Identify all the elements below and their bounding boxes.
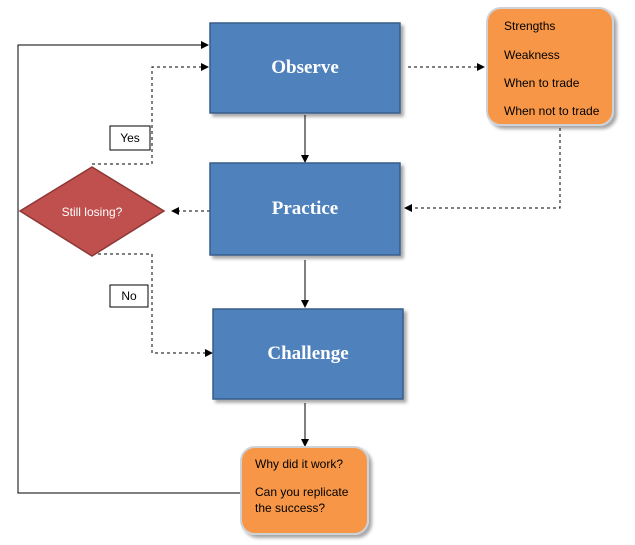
- yes-tag-box: [109, 125, 151, 151]
- dashed-no-to-challenge: [92, 253, 213, 357]
- review-item: Weakness: [504, 48, 560, 62]
- step-practice-box[interactable]: [209, 162, 401, 256]
- step-observe-box[interactable]: [209, 22, 401, 114]
- review-item: Strengths: [504, 19, 556, 33]
- reflection-line: Can you replicate: [255, 485, 349, 499]
- reflection-note-box: [240, 446, 369, 535]
- review-item: When not to trade: [504, 104, 600, 118]
- loop-back-to-observe: [17, 41, 240, 494]
- reflection-line: Why did it work?: [255, 457, 344, 471]
- challenge-label: Challenge: [267, 343, 349, 364]
- step-challenge-box[interactable]: [212, 308, 404, 400]
- dashed-review-to-practice: [404, 128, 561, 212]
- review-item: When to trade: [504, 76, 580, 90]
- review-note-box: [486, 7, 614, 126]
- no-tag-box: [109, 284, 149, 308]
- connectors: [17, 41, 561, 494]
- reflection-line: the success?: [255, 501, 326, 515]
- decision-diamond[interactable]: [18, 166, 166, 257]
- no-tag: No: [121, 289, 137, 303]
- practice-label: Practice: [271, 198, 339, 219]
- observe-label: Observe: [271, 57, 339, 78]
- yes-tag: Yes: [120, 131, 140, 145]
- decision-label: Still losing?: [61, 205, 123, 219]
- dashed-yes-to-observe: [92, 63, 209, 165]
